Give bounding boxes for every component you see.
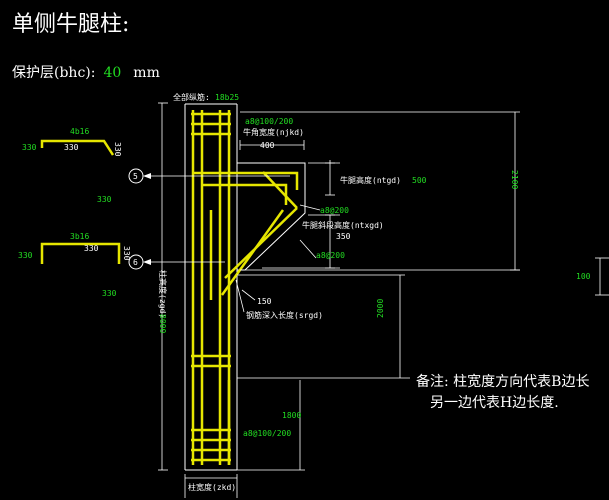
cover-label: 保护层(bhc):: [12, 65, 96, 81]
stirrup-a[interactable]: a8@200: [320, 206, 349, 215]
stirrup-b[interactable]: a8@200: [316, 251, 345, 260]
svg-text:2100: 2100: [510, 170, 519, 189]
column-height-group: 柱高度(zgd) 8000: [158, 270, 168, 333]
bar1-left: 330: [22, 143, 37, 152]
dim-1800: 1800: [282, 411, 301, 420]
cover-thickness: 保护层(bhc): 40 mm: [12, 62, 160, 82]
arrowheads: [143, 173, 151, 265]
svg-text:5: 5: [133, 172, 138, 181]
corbel-width-value[interactable]: 400: [260, 141, 275, 150]
bar-shape-2: [40, 242, 121, 264]
slope-height-value[interactable]: 350: [336, 232, 351, 241]
corbel-height-value[interactable]: 500: [412, 176, 427, 185]
corbel-height-label: 牛腿高度(ntgd): [340, 175, 401, 185]
svg-text:330: 330: [122, 246, 131, 261]
dim-2100: 2100: [510, 170, 519, 189]
remark-note: 备注: 柱宽度方向代表B边长 另一边代表H边长度.: [416, 372, 589, 414]
column-width-label: 柱宽度(zkd): [188, 482, 236, 492]
all-long-bar-value[interactable]: 18b25: [215, 93, 239, 102]
dimension-lines: [150, 102, 609, 498]
remark-line-2: 另一边代表H边长度.: [430, 395, 559, 411]
bar1-spec: 4b16: [70, 127, 89, 136]
rebar-cage: [191, 110, 299, 465]
cover-unit: mm: [133, 65, 160, 81]
corbel-width-label: 牛角宽度(njkd): [243, 127, 304, 137]
dim-100: 100: [576, 272, 591, 281]
bar2-below: 330: [102, 289, 117, 298]
all-long-bar-label: 全部纵筋:: [173, 92, 210, 102]
bar1-below: 330: [97, 195, 112, 204]
cover-value[interactable]: 40: [103, 65, 122, 81]
bar1-mid: 330: [64, 143, 79, 152]
svg-text:2000: 2000: [376, 299, 385, 318]
marker-6: 6: [128, 254, 144, 270]
svg-text:330: 330: [113, 142, 122, 157]
bar2-right-group: 330: [122, 246, 131, 261]
anchor-label: 钢筋深入长度(srgd): [246, 310, 323, 320]
column-height-value: 8000: [158, 314, 167, 333]
bar2-spec: 3b16: [70, 232, 89, 241]
svg-text:6: 6: [133, 258, 138, 267]
marker-5: 5: [128, 168, 144, 184]
page-title: 单侧牛腿柱:: [12, 12, 130, 37]
bar-shape-1: [40, 139, 115, 156]
bar1-right-group: 330: [113, 142, 122, 157]
slope-height-label: 牛腿斜段高度(ntxgd): [302, 220, 384, 230]
anchor-value[interactable]: 150: [257, 297, 272, 306]
dim-2000: 2000: [376, 299, 385, 318]
bar2-mid: 330: [84, 244, 99, 253]
remark-line-1: 备注: 柱宽度方向代表B边长: [416, 374, 590, 390]
bar2-left: 330: [18, 251, 33, 260]
stirrup-top[interactable]: a8@100/200: [245, 117, 293, 126]
column-height-label: 柱高度(zgd): [158, 270, 168, 318]
stirrup-bottom[interactable]: a8@100/200: [243, 429, 291, 438]
